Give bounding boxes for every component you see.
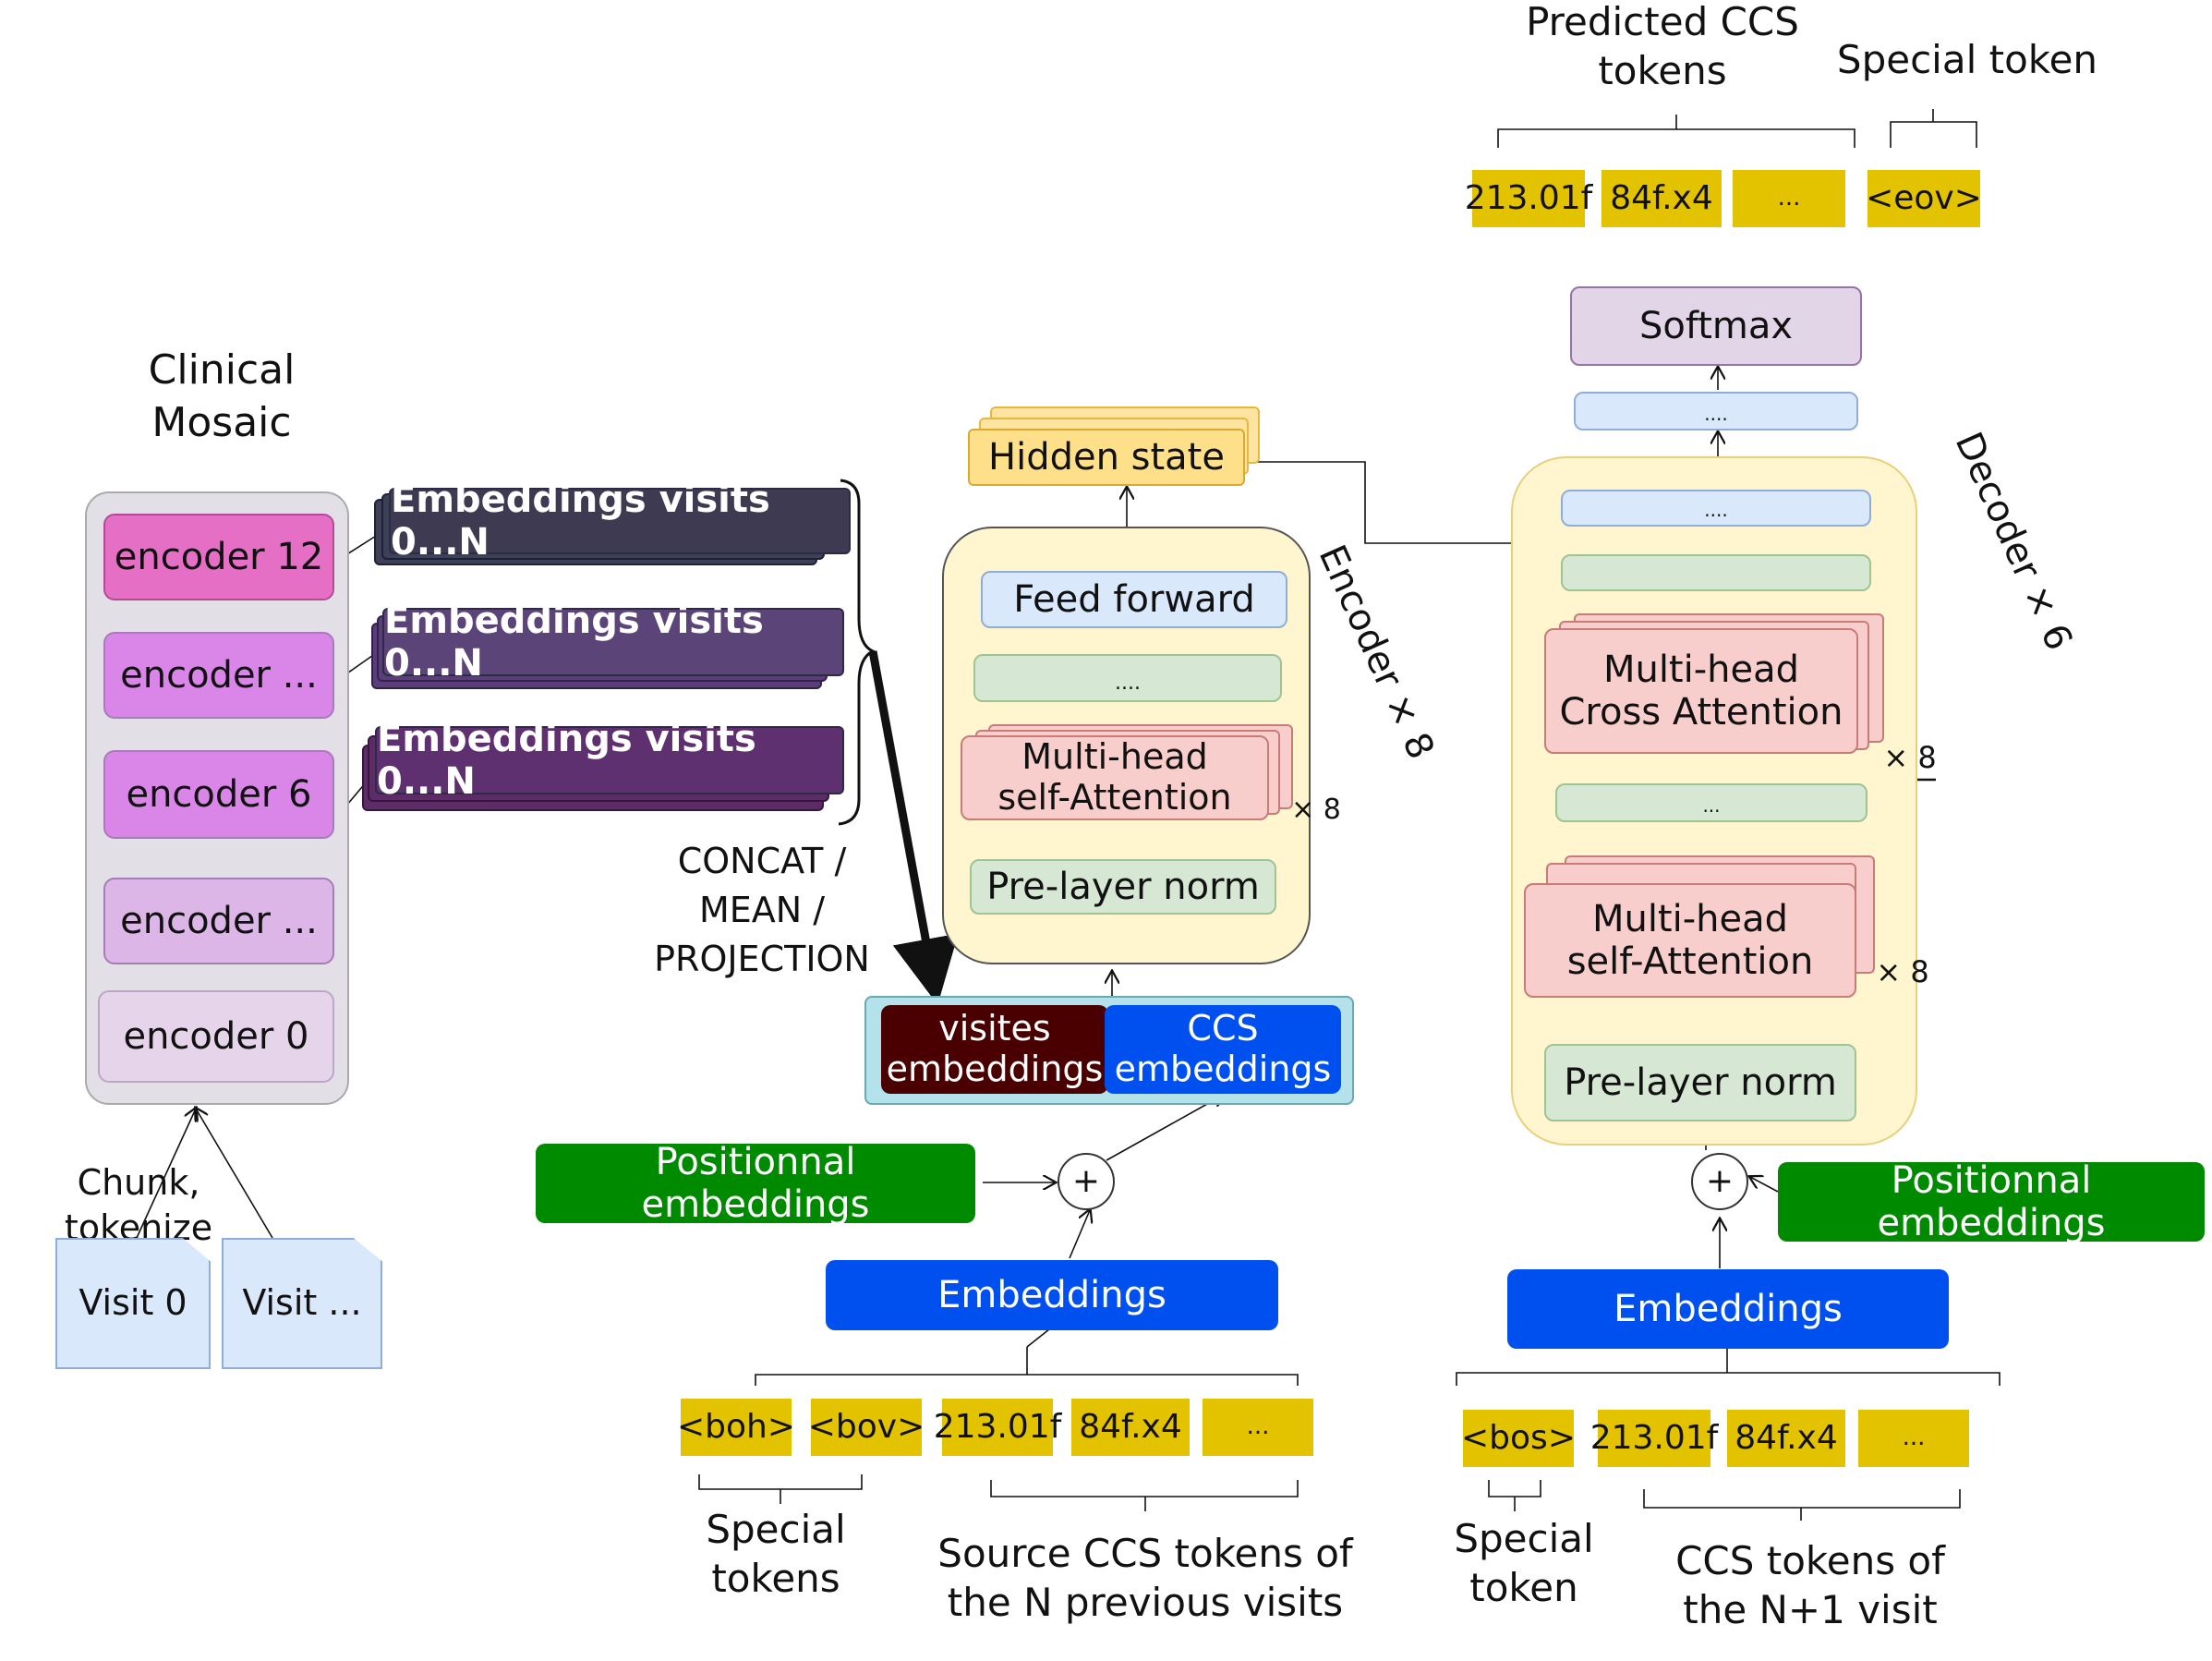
embeddings-stack-6: Embeddings visits 0...N	[362, 718, 848, 818]
visit-0-doc: Visit 0	[55, 1238, 211, 1369]
pool-projection: PROJECTION	[654, 939, 870, 980]
chunk-tokenize-label: Chunk, tokenize	[64, 1162, 213, 1249]
in-token-ellipsis: ...	[1858, 1410, 1969, 1467]
embeddings-stack-12: Embeddings visits 0...N	[374, 479, 854, 571]
encoder-mhsa-stack: Multi-head self-Attention	[961, 724, 1302, 831]
decoder-embeddings-box: Embeddings	[1507, 1269, 1949, 1349]
source-line1: Source CCS tokens of	[937, 1531, 1353, 1576]
dec-mhsa-line2: self-Attention	[1566, 940, 1814, 983]
in-token-bos: <bos>	[1461, 1410, 1576, 1467]
predicted-line1: Predicted CCS	[1526, 0, 1799, 44]
title-line1: Clinical	[148, 346, 296, 394]
out-token-84f-x4: 84f.x4	[1602, 170, 1722, 227]
target-ccs-label: CCS tokens of the N+1 visit	[1626, 1537, 1995, 1634]
mhca-line1: Multi-head	[1602, 649, 1800, 691]
embeddings-visits-label: Embeddings visits 0...N	[389, 479, 851, 564]
special-token-top-label: Special token	[1836, 37, 2098, 82]
dec-special-line2: token	[1469, 1564, 1578, 1610]
encoder-positional-embeddings: Positionnal embeddings	[536, 1141, 975, 1226]
decoder-mhsa-multiplier: × 8	[1876, 954, 1929, 989]
mhca-line2: Cross Attention	[1559, 691, 1843, 734]
visit-n-doc: Visit ...	[222, 1238, 382, 1369]
pool-mean: MEAN /	[698, 890, 826, 931]
visit-embeddings-box: visites embeddings	[881, 1005, 1108, 1094]
encoder-0: encoder 0	[98, 990, 334, 1083]
token-84f-x4: 84f.x4	[1071, 1399, 1190, 1456]
decoder-feed-forward: ....	[1561, 490, 1871, 527]
encoder-mhsa-box: Multi-head self-Attention	[961, 735, 1269, 820]
title-line2: Mosaic	[151, 399, 292, 447]
hidden-state-box: Hidden state	[968, 429, 1245, 486]
special-tokens-line2: tokens	[711, 1555, 840, 1601]
visit-emb-line2: embeddings	[886, 1049, 1104, 1089]
dec-special-line1: Special	[1454, 1516, 1594, 1561]
clinical-mosaic-title: Clinical Mosaic	[111, 344, 332, 449]
decoder-mhca-box: Multi-head Cross Attention	[1544, 628, 1858, 754]
encoder-mid-lower: encoder ...	[103, 878, 334, 964]
out-token-ellipsis: ...	[1733, 170, 1845, 227]
decoder-prenorm-box: Pre-layer norm	[1544, 1044, 1856, 1121]
ccs-emb-line2: embeddings	[1114, 1049, 1332, 1089]
ccs-embeddings-box: CCS embeddings	[1105, 1005, 1341, 1094]
dec-mhsa-line1: Multi-head	[1591, 898, 1789, 940]
decoder-mhsa-box: Multi-head self-Attention	[1524, 883, 1856, 998]
decoder-special-token-label: Special token	[1422, 1515, 1626, 1612]
target-line2: the N+1 visit	[1683, 1586, 1938, 1632]
encoder-embeddings-box: Embeddings	[826, 1260, 1278, 1330]
decoder-positional-embeddings: Positionnal embeddings	[1778, 1159, 2205, 1244]
embeddings-visits-label: Embeddings visits 0...N	[382, 600, 844, 685]
decoder-mhca-multiplier: × 8	[1883, 740, 1937, 775]
decoder-top-linear: ....	[1574, 392, 1858, 430]
special-tokens-label: Special tokens	[665, 1506, 887, 1603]
pooling-label: CONCAT / MEAN / PROJECTION	[628, 837, 896, 985]
decoder-mhca-stack: Multi-head Cross Attention	[1544, 613, 1895, 761]
embeddings-stack-mid: Embeddings visits 0...N	[371, 600, 852, 696]
encoder-6: encoder 6	[103, 750, 334, 839]
decoder-residual-norm-b: ...	[1555, 783, 1868, 822]
target-line1: CCS tokens of	[1675, 1538, 1945, 1583]
embeddings-visits-label: Embeddings visits 0...N	[375, 718, 844, 803]
in-token-213-01f: 213.01f	[1590, 1410, 1718, 1467]
pool-concat: CONCAT /	[677, 841, 847, 881]
token-ellipsis: ...	[1203, 1399, 1313, 1456]
token-boh: <boh>	[677, 1399, 795, 1456]
decoder-plus-node: +	[1691, 1153, 1748, 1210]
encoder-mhsa-multiplier: × 8	[1291, 794, 1341, 826]
out-token-213-01f: 213.01f	[1465, 170, 1592, 227]
special-tokens-line1: Special	[706, 1507, 846, 1552]
token-bov: <bov>	[808, 1399, 925, 1456]
encoder-prenorm-box: Pre-layer norm	[970, 859, 1276, 915]
encoder-mid-upper: encoder ...	[103, 632, 334, 719]
source-line2: the N previous visits	[947, 1579, 1344, 1625]
token-213-01f: 213.01f	[934, 1399, 1061, 1456]
mhsa-line2: self-Attention	[997, 777, 1232, 818]
predicted-line2: tokens	[1598, 47, 1727, 93]
source-ccs-label: Source CCS tokens of the N previous visi…	[905, 1530, 1385, 1627]
encoder-12: encoder 12	[103, 514, 334, 600]
out-token-eov: <eov>	[1866, 170, 1982, 227]
mhsa-line1: Multi-head	[1021, 736, 1208, 778]
in-token-84f-x4: 84f.x4	[1727, 1410, 1845, 1467]
decoder-residual-norm-a	[1561, 554, 1871, 591]
ccs-emb-line1: CCS	[1187, 1008, 1259, 1049]
encoder-plus-node: +	[1058, 1153, 1115, 1210]
feed-forward-box: Feed forward	[981, 571, 1287, 628]
softmax-box: Softmax	[1570, 286, 1862, 366]
hidden-state-stack: Hidden state	[968, 406, 1263, 499]
visit-emb-line1: visites	[938, 1008, 1051, 1049]
encoder-residual-norm: ....	[973, 654, 1282, 702]
predicted-tokens-label: Predicted CCS tokens	[1496, 0, 1829, 95]
decoder-mhsa-stack: Multi-head self-Attention	[1524, 855, 1875, 1003]
